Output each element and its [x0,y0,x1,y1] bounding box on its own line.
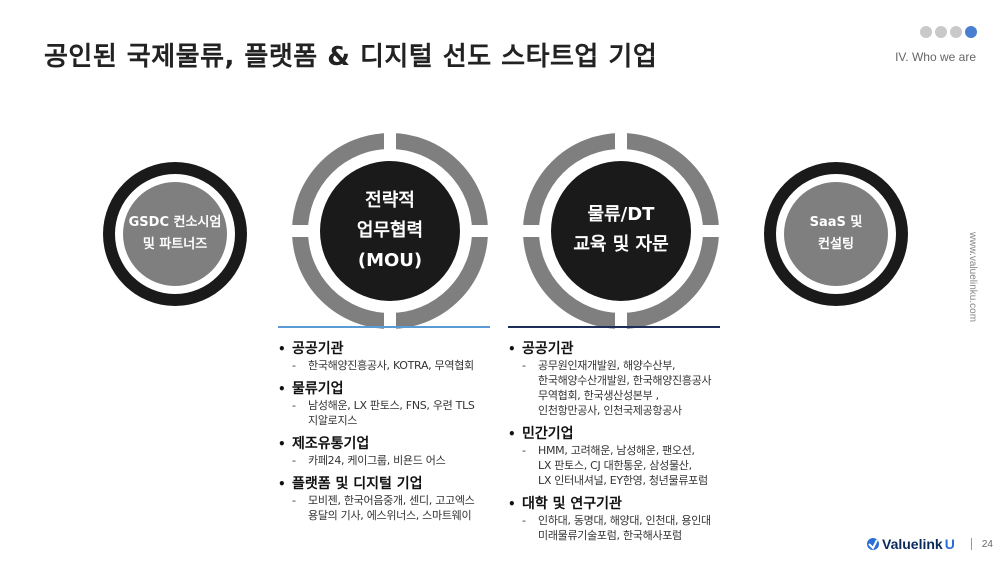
list-item: 공무원인재개발원, 해양수산부, [538,359,676,372]
circle-education-line-1: 물류/DT [587,204,655,225]
circle-saas-ring [764,162,908,306]
circle-gsdc-line-2: 및 파트너즈 [142,237,208,252]
partners-list-left: •공공기관 - 한국해양진흥공사, KOTRA, 무역협회 •물류기업 - 남성… [278,340,498,530]
circle-mou-line-1: 전략적 [365,190,415,211]
list-item: 남성해운, LX 판토스, FNS, 우련 TLS [308,399,475,412]
bullet-icon: • [508,342,516,356]
circle-education-line-2: 교육 및 자문 [573,234,669,255]
group-heading: 민간기업 [522,426,574,442]
bullet-icon: • [278,437,286,451]
circle-saas-label: SaaS 및 컨설팅 [770,198,902,270]
circle-saas-line-1: SaaS 및 [809,215,863,230]
group-heading: 대학 및 연구기관 [522,496,622,512]
partners-list-right: •공공기관 - 공무원인재개발원, 해양수산부, 한국해양수산개발원, 한국해양… [508,340,748,550]
list-item: 용달의 기사, 에스위너스, 스마트웨이 [308,509,472,522]
group-heading: 플랫폼 및 디지털 기업 [292,476,423,492]
bullet-icon: • [508,497,516,511]
list-item: 카페24, 케이그룹, 비욘드 어스 [308,454,446,467]
logo-accent: U [944,536,955,552]
group-heading: 물류기업 [292,381,344,397]
list-item: 한국해양수산개발원, 한국해양진흥공사 [538,374,712,387]
list-item: LX 인터내셔널, EY한영, 청년물류포럼 [538,474,708,487]
list-item: HMM, 고려해운, 남성해운, 팬오션, [538,444,695,457]
slide-title: 공인된 국제물류, 플랫폼 & 디지털 선도 스타트업 기업 [44,42,658,72]
list-group: •물류기업 - 남성해운, LX 판토스, FNS, 우련 TLS 지알로지스 [278,381,475,427]
group-heading: 공공기관 [292,341,344,357]
logo-text: Valuelink [882,536,943,552]
nav-dot-2[interactable] [935,26,947,38]
list-item: 모비젠, 한국어음중개, 센디, 고고엑스 [308,494,475,507]
circle-gsdc-ring [103,162,247,306]
circle-mou-label: 전략적 업무협력 (MOU) [325,172,455,290]
list-item: 미래물류기술포럼, 한국해사포럼 [538,529,682,542]
circle-mou-ring [292,133,488,329]
section-label: IV. Who we are [895,50,976,64]
circle-mou-line-2: 업무협력 [356,220,424,241]
slide-nav-dots [920,26,977,38]
side-url: www.valuelinku.com [967,232,978,323]
list-group: •공공기관 - 한국해양진흥공사, KOTRA, 무역협회 [278,341,474,372]
circle-mou-line-3: (MOU) [357,250,423,271]
list-group: •대학 및 연구기관 - 인하대, 동명대, 해양대, 인천대, 용인대 미래물… [508,496,711,542]
nav-dot-3[interactable] [950,26,962,38]
circle-education-label: 물류/DT 교육 및 자문 [556,190,686,270]
circle-gsdc-line-1: GSDC 컨소시엄 [128,215,222,230]
nav-dot-4-active[interactable] [965,26,977,38]
globe-arrow-icon [867,538,879,550]
page-number: 24 [981,538,993,550]
footer-divider [970,538,972,550]
list-group: •플랫폼 및 디지털 기업 - 모비젠, 한국어음중개, 센디, 고고엑스 용달… [278,476,475,522]
circle-education-ring [523,133,719,329]
list-item: 인천항만공사, 인천국제공항공사 [538,404,682,417]
list-group: •민간기업 - HMM, 고려해운, 남성해운, 팬오션, LX 판토스, CJ… [508,426,708,487]
nav-dot-1[interactable] [920,26,932,38]
left-divider [278,326,490,328]
bullet-icon: • [508,427,516,441]
list-item: 인하대, 동명대, 해양대, 인천대, 용인대 [538,514,711,527]
right-divider [508,326,720,328]
list-item: 한국해양진흥공사, KOTRA, 무역협회 [308,359,474,372]
group-heading: 제조유통기업 [292,436,370,452]
circle-gsdc-label: GSDC 컨소시엄 및 파트너즈 [109,198,241,270]
bullet-icon: • [278,382,286,396]
list-item: 무역협회, 한국생산성본부 , [538,389,659,402]
list-item: 지알로지스 [308,414,358,427]
bullet-icon: • [278,477,286,491]
bullet-icon: • [278,342,286,356]
group-heading: 공공기관 [522,341,574,357]
circle-saas-line-2: 컨설팅 [818,237,854,252]
list-group: •공공기관 - 공무원인재개발원, 해양수산부, 한국해양수산개발원, 한국해양… [508,341,712,417]
list-group: •제조유통기업 - 카페24, 케이그룹, 비욘드 어스 [278,436,446,467]
list-item: LX 판토스, CJ 대한통운, 삼성물산, [538,459,692,472]
